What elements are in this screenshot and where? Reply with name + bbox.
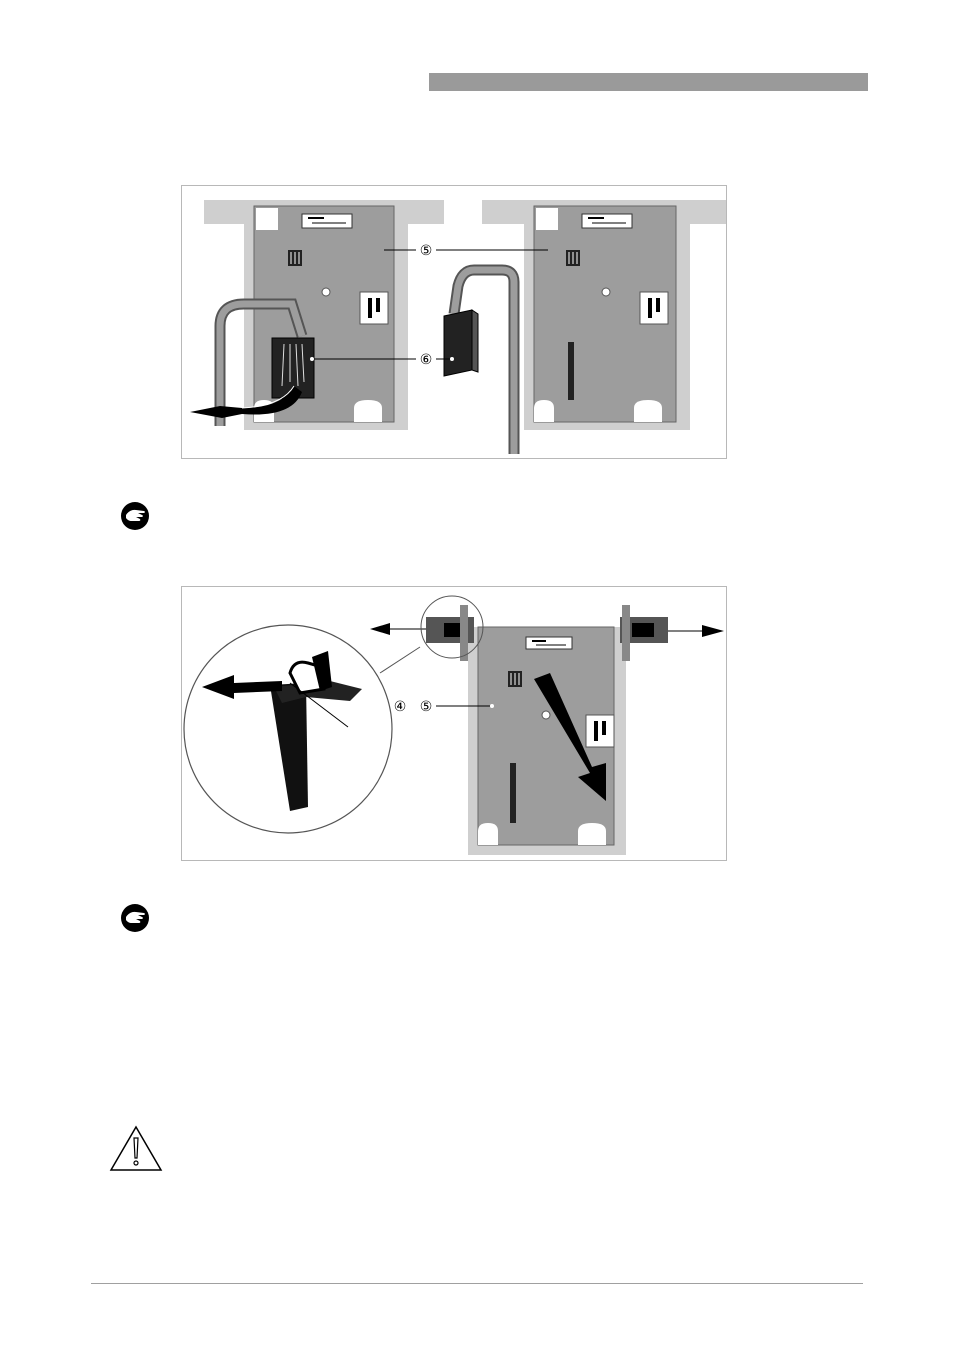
figure-board-extraction-drawing: ④ ⑤ [182,587,728,862]
figure-connector-removal: ⑤ ⑥ [181,185,727,459]
housing-board [468,627,626,855]
callout-item4: ④ [394,699,407,715]
right-clip [620,605,668,661]
left-housing [190,200,444,430]
footer-rule [91,1283,863,1284]
left-clip [426,605,474,661]
callout-item5: ⑤ [420,699,433,715]
warning-triangle-icon [109,1124,163,1172]
hand-icon [120,501,150,531]
header-bar [429,73,868,91]
figure-connector-removal-drawing: ⑤ ⑥ [182,186,728,460]
figure-board-extraction: ④ ⑤ [181,586,727,861]
hand-icon [120,903,150,933]
right-housing [444,200,726,454]
callout-pcb: ⑤ [420,243,433,259]
callout-connector: ⑥ [420,352,433,368]
